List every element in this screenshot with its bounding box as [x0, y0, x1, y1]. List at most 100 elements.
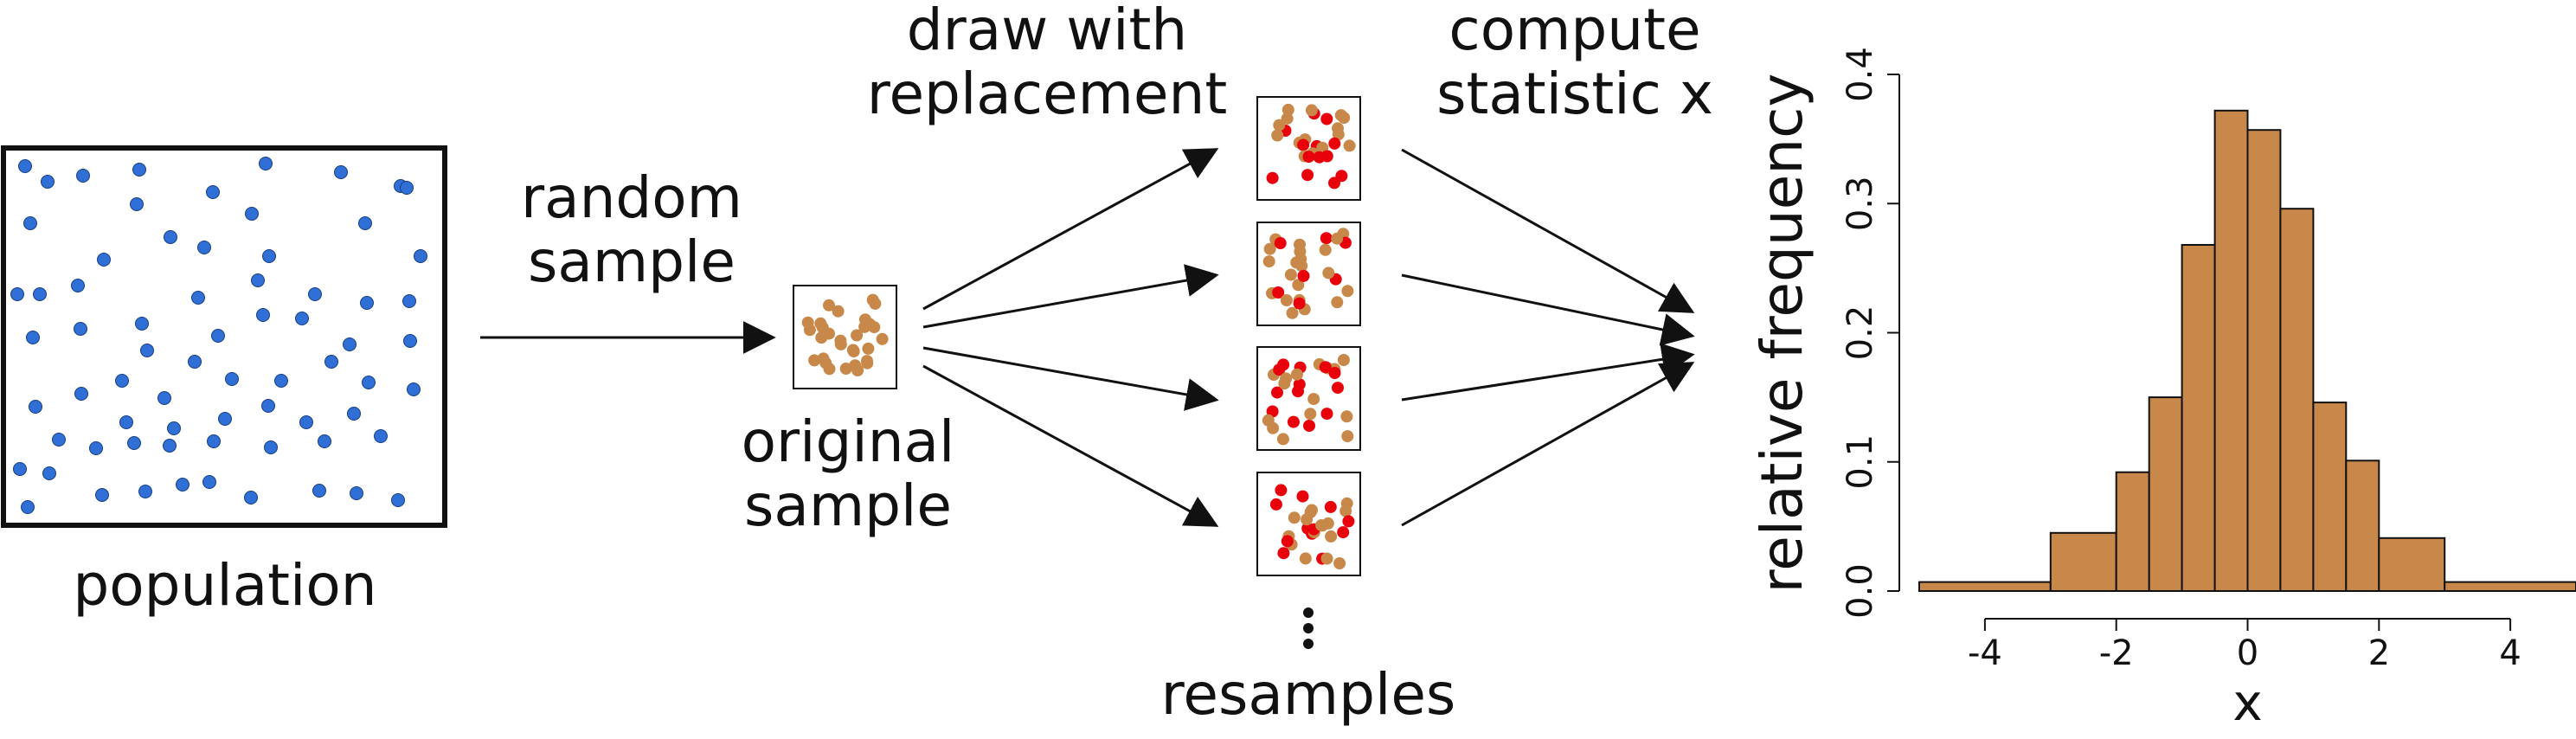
population-dot [251, 273, 265, 287]
resample-dot-repeated [1275, 484, 1288, 497]
population-dots [10, 157, 427, 514]
ellipsis-dot-3 [1303, 639, 1314, 649]
resample-dot-repeated [1324, 500, 1337, 513]
resample-dot [1340, 497, 1353, 510]
arrow-to-resample-2 [922, 264, 1219, 329]
arrow-to-resample-3 [922, 346, 1219, 411]
resample-dot [1341, 430, 1354, 443]
sample-dot [868, 321, 881, 334]
resample-dot [1322, 267, 1335, 280]
resample-dot-repeated [1335, 170, 1348, 183]
population-dot [308, 287, 322, 301]
sample-dot [823, 363, 836, 376]
resample-dot [1340, 410, 1353, 423]
histogram-bar [2115, 471, 2150, 593]
resample-dot [1320, 552, 1333, 565]
ellipsis-dot-1 [1303, 607, 1314, 618]
arrow-from-resample-4 [1401, 362, 1695, 527]
population-dot [10, 287, 24, 301]
resample-dot [1334, 109, 1347, 122]
x-tick-label: 4 [2499, 633, 2521, 673]
resample-dot [1280, 372, 1293, 385]
random-sample-label: random sample [521, 164, 742, 295]
histogram-bar [2246, 129, 2282, 592]
resample-dot-repeated [1272, 286, 1285, 299]
resample-dot [1321, 517, 1334, 530]
resample-dot-repeated [1293, 297, 1306, 310]
population-dot [115, 374, 129, 388]
resample-dot [1271, 129, 1284, 142]
resample-dot [1262, 255, 1275, 268]
population-dot [132, 163, 146, 177]
resample-dot-repeated [1301, 169, 1314, 182]
histogram-bar [2444, 581, 2576, 592]
population-dot [400, 181, 414, 195]
original-sample-label: original sample [741, 408, 955, 539]
arrow-to-resample-1 [922, 148, 1219, 311]
resample-dot-repeated [1319, 361, 1332, 374]
y-tick-label: 0.1 [1840, 434, 1880, 490]
histogram-bar [1918, 581, 2052, 592]
population-dot [29, 400, 42, 414]
population-dot [188, 355, 202, 369]
resample-dot-repeated [1266, 171, 1279, 184]
population-dot [312, 484, 326, 498]
resample-dot [1267, 421, 1280, 434]
x-tick-label: 0 [2237, 633, 2258, 673]
population-dot [350, 486, 363, 500]
population-dot [26, 331, 40, 344]
histogram-bar [2049, 531, 2117, 592]
x-tick-label: -2 [2099, 633, 2134, 673]
resample-dot [1325, 530, 1338, 543]
population-dot [163, 439, 177, 453]
histogram-bar [2279, 208, 2315, 592]
draw-with-replacement-label: draw with replacement [866, 0, 1228, 127]
population-dot [211, 329, 225, 343]
original-sample-dots [801, 293, 889, 376]
population-dot [362, 376, 376, 389]
arrow-to-resample-4 [922, 364, 1219, 527]
population-dot [164, 230, 177, 244]
histogram-bar [2213, 109, 2249, 593]
arrow-from-resample-1 [1401, 148, 1695, 313]
resample-dot [1290, 368, 1303, 381]
sample-dot [869, 297, 882, 310]
population-dot [264, 440, 278, 454]
resample-dot [1337, 354, 1350, 366]
resample-dot-repeated [1293, 378, 1306, 391]
resample-dot-repeated [1297, 269, 1310, 282]
population-dot [334, 165, 348, 179]
resample-dot-repeated [1296, 490, 1309, 503]
resample-dot [1299, 552, 1312, 565]
resample-dot [1331, 232, 1344, 245]
population-dot [403, 334, 417, 348]
population-dot [261, 399, 275, 413]
resample-dot-repeated [1320, 232, 1333, 245]
population-dot [391, 493, 405, 507]
resample-dot [1306, 504, 1318, 517]
resample-dots [1262, 103, 1356, 569]
resample-dot-repeated [1271, 386, 1283, 399]
resample-dot [1332, 122, 1344, 135]
sample-dot [834, 334, 847, 347]
sample-dot [803, 324, 816, 337]
sample-dot [861, 357, 874, 370]
ellipsis-dot-2 [1303, 623, 1314, 633]
population-dot [52, 433, 66, 447]
resample-dot [1292, 279, 1305, 292]
histogram-bar [2148, 396, 2183, 592]
resample-dot [1263, 242, 1276, 255]
arrow-from-resample-3 [1401, 343, 1695, 402]
histogram-bar [2345, 459, 2380, 592]
sample-dot [862, 342, 875, 355]
population-dot [358, 216, 372, 230]
resample-box-1 [1256, 96, 1361, 201]
resample-dot-repeated [1332, 382, 1344, 395]
population-dot [299, 415, 313, 429]
population-dot [218, 412, 232, 426]
population-dot [414, 249, 427, 263]
histogram-bar [2181, 244, 2216, 592]
sample-dot [815, 331, 828, 344]
resample-dot-repeated [1337, 526, 1350, 539]
